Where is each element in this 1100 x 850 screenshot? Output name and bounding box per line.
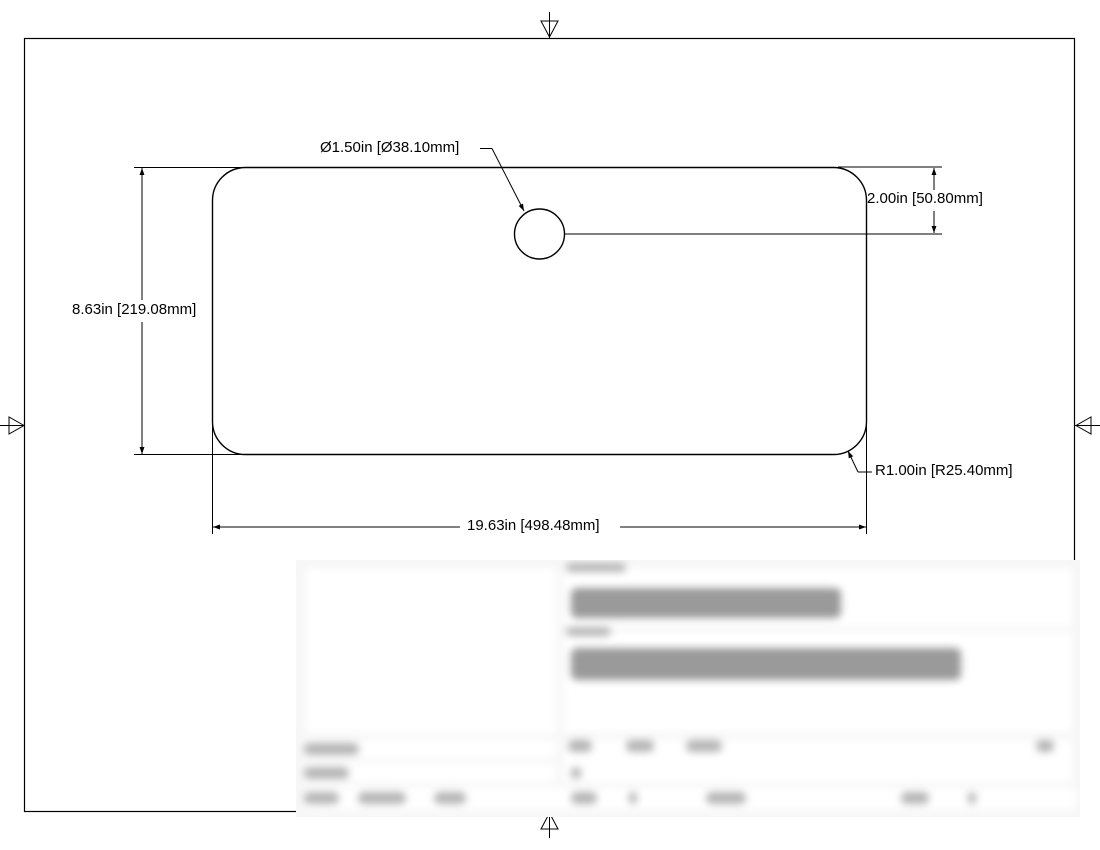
hole-offset-dimension bbox=[564, 166, 942, 235]
top-center-marker bbox=[540, 12, 559, 39]
corner-radius-label: R1.00in [R25.40mm] bbox=[875, 462, 1013, 479]
overall-height-label: 8.63in [219.08mm] bbox=[72, 301, 197, 319]
corner-radius-leader bbox=[847, 450, 872, 473]
hole bbox=[513, 208, 566, 260]
part-outline bbox=[211, 166, 868, 456]
left-center-marker bbox=[0, 416, 26, 435]
hole-diameter-label: Ø1.50in [Ø38.10mm] bbox=[320, 139, 460, 156]
overall-width-dimension bbox=[212, 425, 867, 534]
title-block bbox=[296, 560, 1080, 817]
overall-height-dimension bbox=[134, 167, 246, 455]
hole-diameter-leader bbox=[480, 148, 525, 212]
overall-width-label: 19.63in [498.48mm] bbox=[465, 517, 602, 535]
right-center-marker bbox=[1074, 416, 1100, 435]
title-block-blurred-content bbox=[296, 560, 1080, 817]
hole-offset-label: 2.00in [50.80mm] bbox=[867, 190, 983, 207]
